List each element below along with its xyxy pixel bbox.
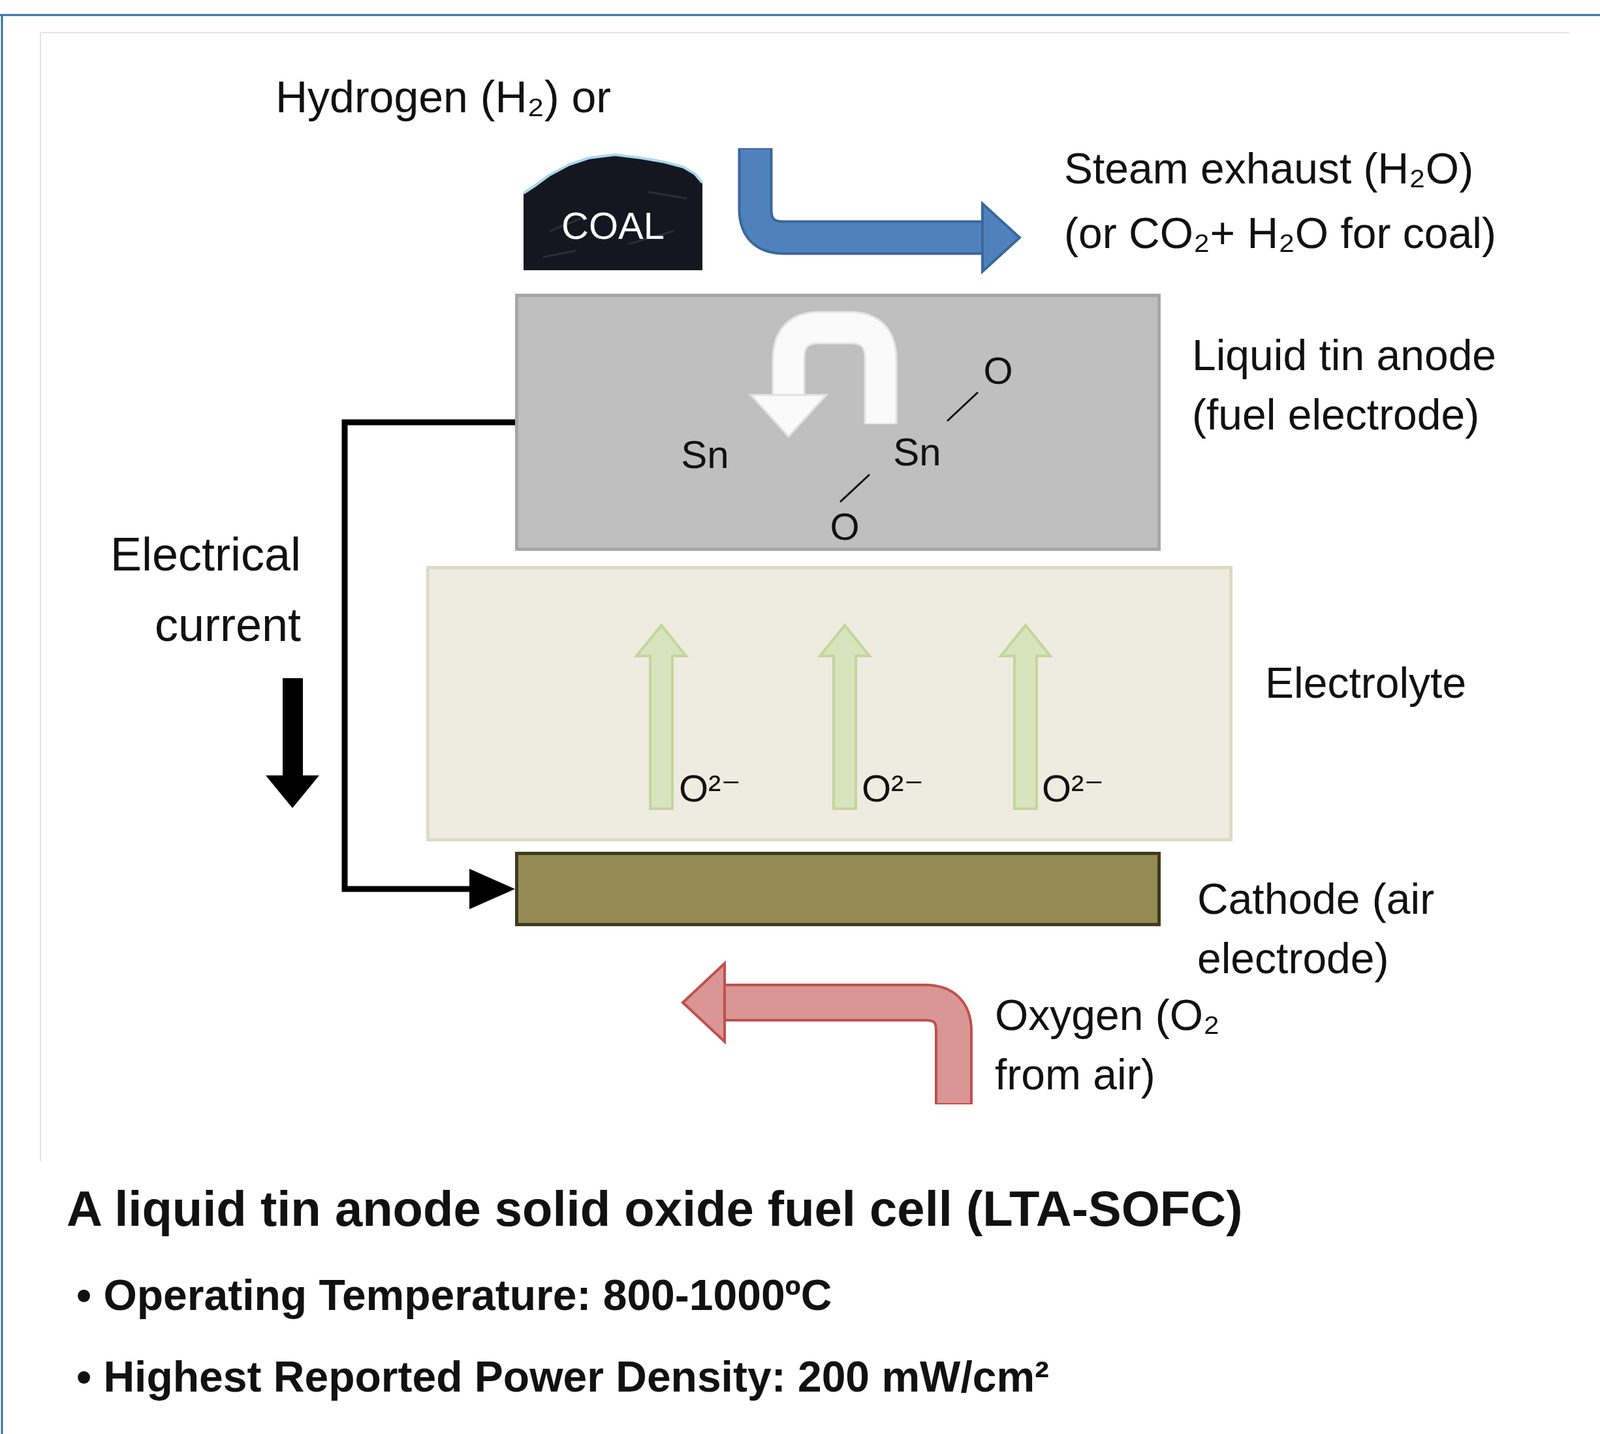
anode-label: Liquid tin anode (fuel electrode): [1192, 325, 1545, 445]
oxidant-label: Oxygen (O₂ from air): [994, 985, 1270, 1105]
panel-line: [40, 31, 1570, 34]
spec-bullet: • Operating Temperature: 800-1000ºC: [76, 1269, 832, 1322]
current-direction-arrow: [265, 678, 320, 809]
ion-flow-arrows: [429, 569, 1236, 845]
air-flow-arrow: [682, 963, 954, 1105]
spec-bullet: • Highest Reported Power Density: 200 mW…: [76, 1351, 1050, 1403]
fuel-flow-arrow: [755, 148, 1020, 272]
current-label: Electrical current: [78, 518, 301, 660]
ion-label: O²⁻: [1041, 765, 1104, 812]
frame-line: [1, 15, 4, 1434]
cathode-label: Cathode (air electrode): [1197, 869, 1472, 989]
ion-label: O²⁻: [678, 765, 741, 812]
anode-box: Liquid tin anode (fuel electrode)SnSnOO: [515, 293, 1161, 551]
electrolyte-label: Electrolyte: [1265, 657, 1467, 709]
exhaust-label: Steam exhaust (H₂O) (or CO₂+ H₂O for coa…: [1064, 136, 1522, 266]
element-symbol: O: [983, 347, 1013, 394]
fuel-label: Hydrogen (H₂) or: [275, 70, 612, 125]
frame-line: [0, 14, 1600, 17]
ion-label: O²⁻: [861, 765, 924, 812]
panel-line: [39, 32, 42, 1162]
figure-caption: A liquid tin anode solid oxide fuel cell…: [66, 1178, 1243, 1239]
element-symbol: Sn: [893, 428, 941, 476]
coal-lump: COAL: [523, 152, 703, 271]
cathode-box: Cathode (air electrode): [515, 851, 1161, 927]
element-symbol: Sn: [680, 431, 729, 479]
element-symbol: O: [829, 503, 860, 550]
electrolyte-box: ElectrolyteO²⁻O²⁻O²⁻: [426, 565, 1233, 842]
coal-label: COAL: [561, 203, 665, 249]
